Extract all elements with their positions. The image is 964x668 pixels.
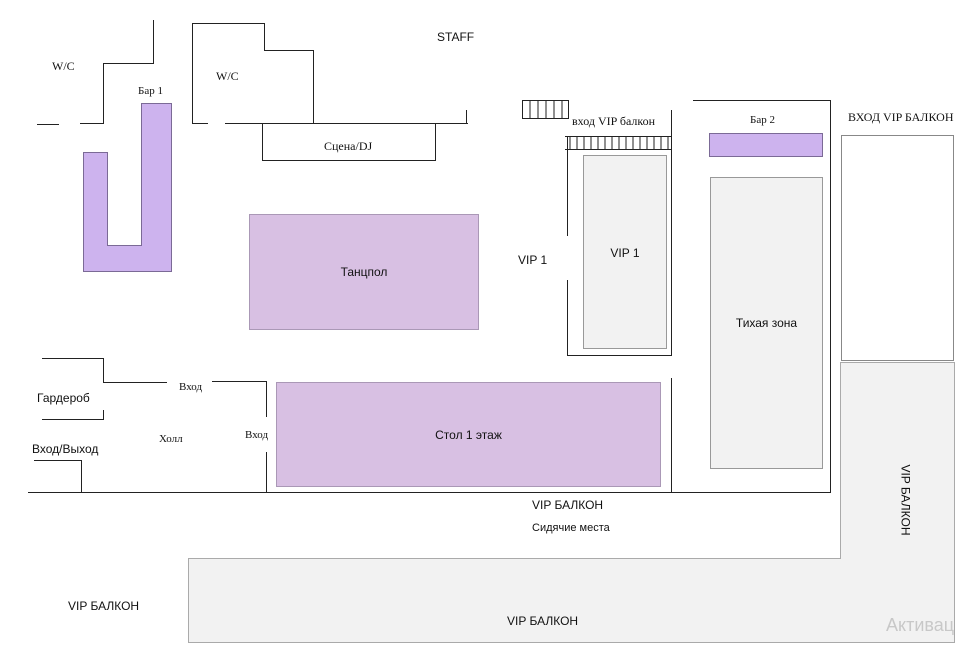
wall bbox=[313, 50, 314, 123]
entrance-side-label: Вход bbox=[245, 429, 269, 441]
vip-balcony-area bbox=[188, 362, 955, 643]
wall bbox=[266, 381, 267, 417]
wall bbox=[103, 382, 167, 383]
bar1-label: Бар 1 bbox=[138, 85, 163, 97]
wall bbox=[264, 23, 265, 50]
stairs-icon bbox=[522, 100, 569, 119]
wall bbox=[565, 136, 671, 137]
vip-balcony-right-box bbox=[841, 135, 954, 361]
vip1-inner-label: VIP 1 bbox=[610, 246, 640, 260]
wc-center-label: W/C bbox=[216, 69, 239, 83]
bar2-counter bbox=[709, 133, 823, 157]
wall bbox=[37, 124, 59, 125]
seating-label: Сидячие места bbox=[532, 522, 610, 534]
vip-balcony-mid-label: VIP БАЛКОН bbox=[532, 498, 604, 512]
dancefloor-zone: Танцпол bbox=[249, 214, 479, 330]
wall bbox=[266, 452, 267, 493]
vip-balcony-bottom-label: VIP БАЛКОН bbox=[507, 614, 579, 628]
wall bbox=[693, 100, 831, 101]
entrance-exit-label: Вход/Выход bbox=[32, 442, 99, 456]
wall bbox=[672, 492, 831, 493]
wall bbox=[103, 63, 154, 64]
table-floor1-label: Стол 1 этаж bbox=[435, 427, 502, 442]
wall bbox=[103, 358, 104, 383]
watermark-text: Активац bbox=[886, 615, 955, 635]
wall bbox=[567, 355, 671, 356]
wall bbox=[262, 160, 436, 161]
wall bbox=[81, 460, 82, 493]
stairs-icon bbox=[565, 136, 671, 150]
wall bbox=[671, 110, 672, 356]
wall bbox=[103, 410, 104, 420]
wall bbox=[80, 123, 104, 124]
wc-left-label: W/C bbox=[52, 59, 75, 73]
wall bbox=[671, 378, 672, 492]
wall bbox=[225, 123, 468, 124]
cloakroom-label: Гардероб bbox=[37, 391, 90, 405]
vip1-outer-label: VIP 1 bbox=[518, 253, 548, 267]
vip-entrance-inner-label: вход VIP балкон bbox=[572, 114, 656, 128]
wall bbox=[264, 50, 313, 51]
vip-balcony-vertical-label: VIP БАЛКОН bbox=[898, 464, 913, 536]
wall bbox=[466, 110, 467, 124]
vip1-zone: VIP 1 bbox=[583, 155, 667, 349]
stage-label: Сцена/DJ bbox=[324, 139, 373, 153]
wall bbox=[567, 136, 568, 236]
wall bbox=[42, 419, 104, 420]
entrance-top-label: Вход bbox=[179, 381, 203, 393]
wall bbox=[34, 460, 82, 461]
wall bbox=[192, 23, 193, 124]
wall bbox=[42, 358, 103, 359]
quiet-zone-label: Тихая зона bbox=[735, 316, 798, 330]
wall bbox=[192, 23, 264, 24]
hall-label: Холл bbox=[159, 433, 183, 445]
wall bbox=[103, 63, 104, 123]
table-floor1-zone: Стол 1 этаж bbox=[276, 382, 661, 487]
wall bbox=[435, 124, 436, 161]
bar2-label: Бар 2 bbox=[750, 114, 775, 126]
wall bbox=[262, 124, 263, 161]
quiet-zone: Тихая зона bbox=[710, 177, 823, 469]
staff-label: STAFF bbox=[437, 30, 475, 44]
wall bbox=[567, 280, 568, 356]
wall bbox=[28, 492, 266, 493]
wall bbox=[830, 100, 831, 366]
wall bbox=[830, 366, 831, 493]
dancefloor-label: Танцпол bbox=[340, 265, 388, 279]
wall bbox=[153, 20, 154, 63]
wall bbox=[212, 381, 267, 382]
vip-entrance-outer-label: ВХОД VIP БАЛКОН bbox=[848, 110, 954, 124]
wall bbox=[266, 492, 672, 493]
bar1-counter bbox=[83, 103, 172, 272]
wall bbox=[192, 123, 208, 124]
vip-balcony-left-label: VIP БАЛКОН bbox=[68, 599, 140, 613]
